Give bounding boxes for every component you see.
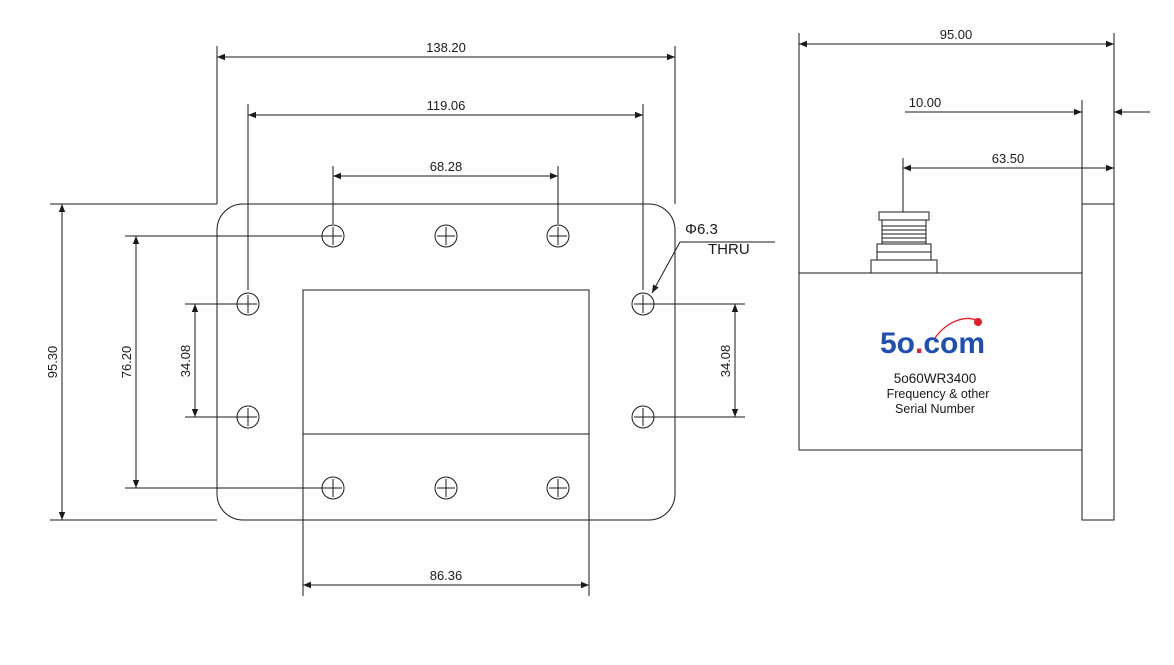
logo-text-main: 5o [880, 327, 915, 360]
dim-text-connector-offset: 63.50 [992, 151, 1025, 166]
hole-type-note: THRU [708, 241, 750, 258]
svg-text:5o.com: 5o.com [880, 327, 985, 360]
brand-logo: 5o.com [880, 317, 985, 360]
dim-text-flange-width: 138.20 [426, 40, 466, 55]
hole-right-lower [631, 405, 655, 429]
hole-right-upper [631, 292, 655, 316]
label-frequency: Frequency & other [887, 387, 990, 401]
logo-text-tail: com [923, 327, 985, 360]
logo-text-dot: . [915, 327, 923, 360]
hole-diameter-note: Φ6.3 [685, 221, 718, 238]
dim-text-flange-height: 95.30 [45, 346, 60, 379]
hole-bottom-center [434, 476, 458, 500]
hole-left-upper [236, 292, 260, 316]
dim-text-body-length: 95.00 [940, 27, 973, 42]
dim-text-inner-hole-span: 68.28 [430, 159, 463, 174]
waveguide-aperture [302, 289, 590, 435]
dim-text-right-hole-vertical: 34.08 [718, 345, 733, 378]
flange-outline [216, 203, 676, 521]
n-type-connector [870, 211, 938, 274]
hole-top-left [321, 224, 345, 248]
side-flange [1081, 203, 1115, 521]
hole-top-center [434, 224, 458, 248]
label-serial: Serial Number [895, 402, 975, 416]
dim-text-outer-hole-vertical: 76.20 [119, 346, 134, 379]
hole-bottom-right [546, 476, 570, 500]
hole-top-right [546, 224, 570, 248]
hole-callout-leader [651, 241, 681, 294]
hole-left-lower [236, 405, 260, 429]
hole-bottom-left [321, 476, 345, 500]
model-number: 5o60WR3400 [894, 371, 977, 386]
dim-text-left-hole-vertical: 34.08 [178, 345, 193, 378]
dim-text-flange-thickness: 10.00 [909, 95, 942, 110]
dim-text-aperture-width: 86.36 [430, 568, 463, 583]
dim-text-outer-hole-span: 119.06 [427, 98, 466, 113]
waveguide-body [798, 272, 1083, 451]
